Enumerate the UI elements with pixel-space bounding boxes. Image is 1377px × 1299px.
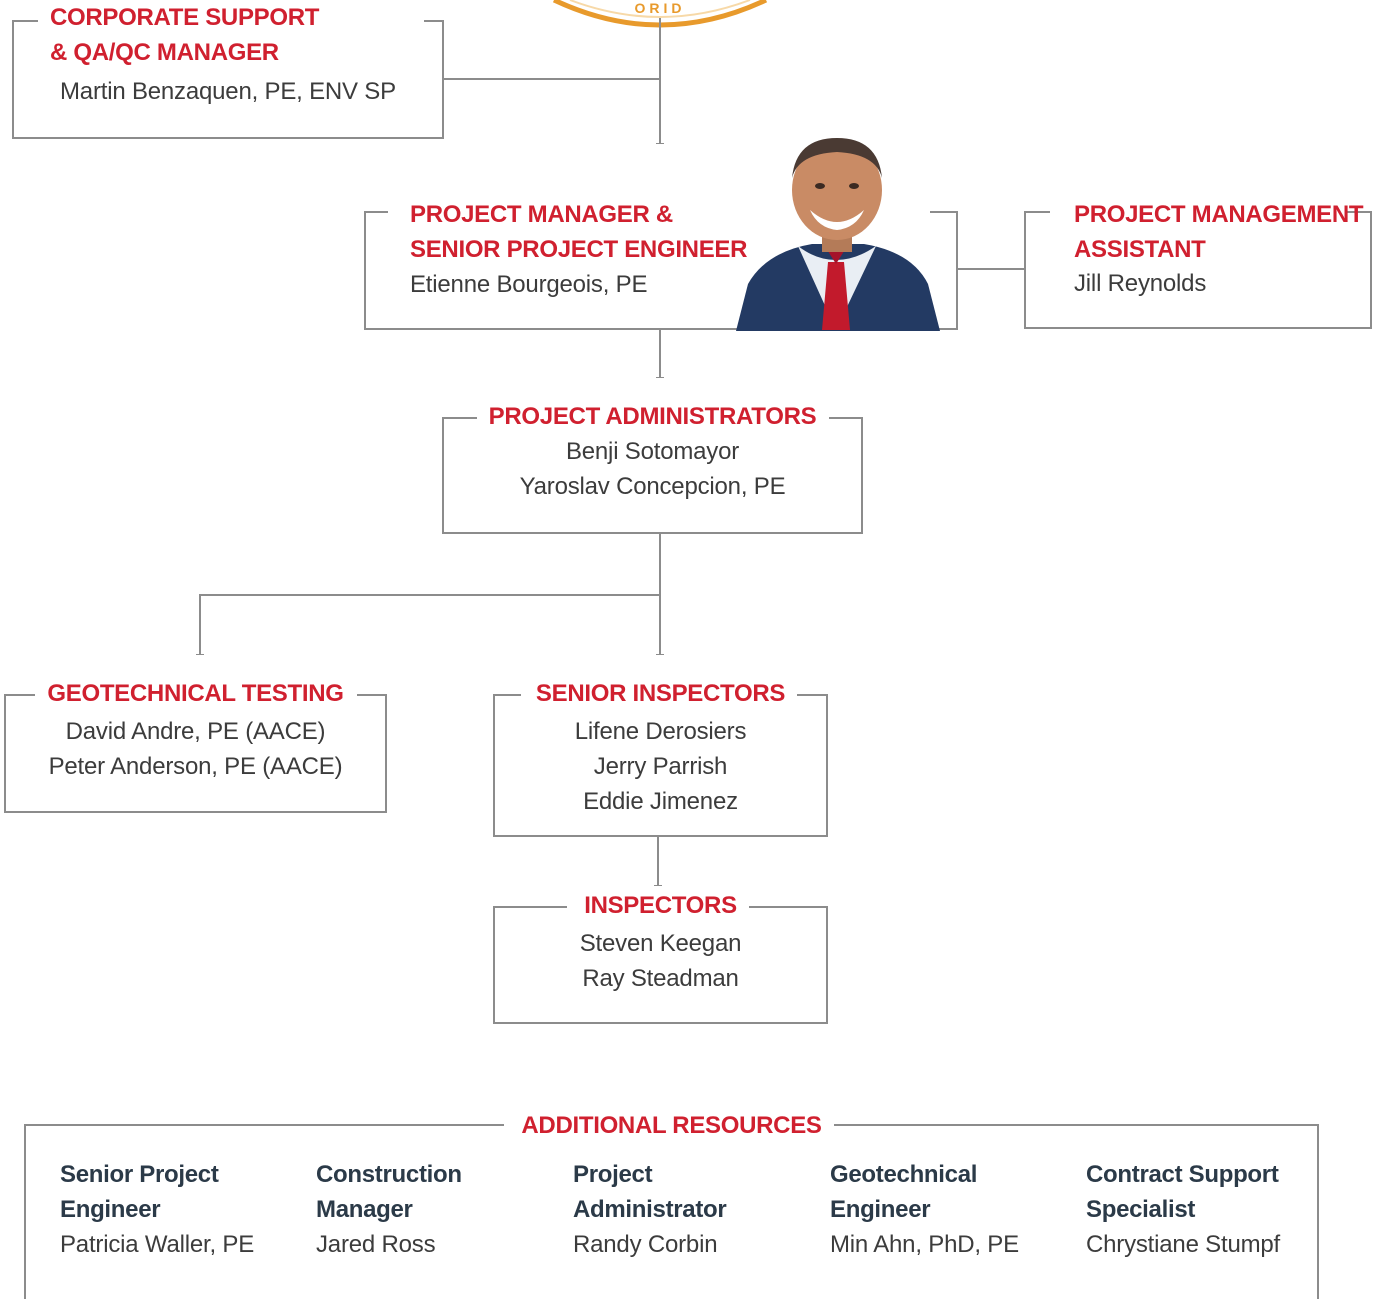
- connector-corporate: [443, 78, 661, 80]
- additional-resources-box: ADDITIONAL RESOURCES: [24, 1112, 1319, 1299]
- corporate-title-line1: CORPORATE SUPPORT: [50, 4, 320, 31]
- resource-role-line1: Project: [573, 1161, 653, 1188]
- additional-resources-title: ADDITIONAL RESOURCES: [509, 1112, 834, 1139]
- geotechnical-testing-title: GEOTECHNICAL TESTING: [35, 680, 356, 707]
- resource-role-line1: Construction: [316, 1161, 462, 1188]
- connector-arrow-tick: [654, 885, 662, 886]
- administrator-name: Benji Sotomayor: [565, 438, 740, 465]
- project-manager-photo: [736, 138, 940, 331]
- resource-role-line2: Engineer: [830, 1196, 931, 1223]
- connector-arrow-tick: [656, 377, 664, 378]
- resource-role-line1: Geotechnical: [830, 1161, 978, 1188]
- senior-inspector-name: Jerry Parrish: [593, 753, 728, 780]
- inspector-name: Steven Keegan: [579, 930, 742, 957]
- corporate-manager-name: Martin Benzaquen, PE, ENV SP: [60, 78, 396, 105]
- geotechnical-name: David Andre, PE (AACE): [65, 718, 326, 745]
- geotechnical-name: Peter Anderson, PE (AACE): [48, 753, 343, 780]
- senior-inspectors-title: SENIOR INSPECTORS: [523, 680, 798, 707]
- corporate-title-line2: & QA/QC MANAGER: [50, 39, 279, 66]
- resource-role-line1: Contract Support: [1086, 1161, 1279, 1188]
- resource-geotechnical-engineer: Geotechnical Engineer Min Ahn, PhD, PE: [830, 1157, 1070, 1262]
- connector-branch-horizontal: [199, 594, 661, 596]
- connector-arrow-tick: [656, 654, 664, 655]
- resource-role-line2: Engineer: [60, 1196, 161, 1223]
- resource-role-line2: Manager: [316, 1196, 413, 1223]
- connector-pm-to-assistant: [957, 268, 1025, 270]
- resource-name: Patricia Waller, PE: [60, 1231, 255, 1258]
- project-manager-title: PROJECT MANAGER & SENIOR PROJECT ENGINEE…: [410, 197, 747, 267]
- resource-name: Min Ahn, PhD, PE: [830, 1231, 1019, 1258]
- connector-to-geotechnical: [199, 594, 201, 655]
- corporate-support-box: CORPORATE SUPPORT & QA/QC MANAGER Martin…: [12, 4, 444, 139]
- logo-fragment-text: ORID: [635, 0, 686, 16]
- resource-name: Jared Ross: [316, 1231, 436, 1258]
- senior-inspector-name: Lifene Derosiers: [574, 718, 747, 745]
- resource-construction-manager: Construction Manager Jared Ross: [316, 1157, 556, 1262]
- connector-senior-to-inspectors: [657, 836, 659, 886]
- resource-contract-support-specialist: Contract Support Specialist Chrystiane S…: [1086, 1157, 1326, 1262]
- pm-assistant-title: PROJECT MANAGEMENT ASSISTANT: [1074, 197, 1364, 267]
- resource-role-line2: Specialist: [1086, 1196, 1196, 1223]
- project-manager-box: PROJECT MANAGER & SENIOR PROJECT ENGINEE…: [364, 201, 958, 330]
- assistant-title-line2: ASSISTANT: [1074, 236, 1206, 263]
- project-manager-name: Etienne Bourgeois, PE: [410, 271, 648, 298]
- resource-senior-project-engineer: Senior Project Engineer Patricia Waller,…: [60, 1157, 300, 1262]
- corporate-support-title: CORPORATE SUPPORT & QA/QC MANAGER: [50, 0, 319, 70]
- resource-name: Randy Corbin: [573, 1231, 718, 1258]
- inspector-name: Ray Steadman: [582, 965, 739, 992]
- pm-assistant-box: PROJECT MANAGEMENT ASSISTANT Jill Reynol…: [1024, 201, 1372, 329]
- resource-role-line2: Administrator: [573, 1196, 727, 1223]
- connector-arrow-tick: [196, 654, 204, 655]
- assistant-title-line1: PROJECT MANAGEMENT: [1074, 201, 1364, 228]
- pm-title-line1: PROJECT MANAGER &: [410, 201, 673, 228]
- resource-role-line1: Senior Project: [60, 1161, 219, 1188]
- connector-logo-to-pm: [659, 18, 661, 144]
- connector-pm-to-admin: [659, 330, 661, 378]
- geotechnical-testing-box: GEOTECHNICAL TESTING David Andre, PE (AA…: [4, 680, 387, 813]
- resource-name: Chrystiane Stumpf: [1086, 1231, 1281, 1258]
- project-administrators-box: PROJECT ADMINISTRATORS Benji Sotomayor Y…: [442, 403, 863, 534]
- connector-arrow-tick: [656, 143, 664, 144]
- pm-title-line2: SENIOR PROJECT ENGINEER: [410, 236, 748, 263]
- inspectors-box: INSPECTORS Steven Keegan Ray Steadman: [493, 892, 828, 1024]
- resource-project-administrator: Project Administrator Randy Corbin: [573, 1157, 813, 1262]
- administrator-name: Yaroslav Concepcion, PE: [519, 473, 786, 500]
- inspectors-title: INSPECTORS: [572, 892, 749, 919]
- senior-inspectors-box: SENIOR INSPECTORS Lifene Derosiers Jerry…: [493, 680, 828, 837]
- pm-assistant-name: Jill Reynolds: [1074, 270, 1207, 297]
- senior-inspector-name: Eddie Jimenez: [583, 788, 738, 815]
- project-administrators-title: PROJECT ADMINISTRATORS: [476, 403, 829, 430]
